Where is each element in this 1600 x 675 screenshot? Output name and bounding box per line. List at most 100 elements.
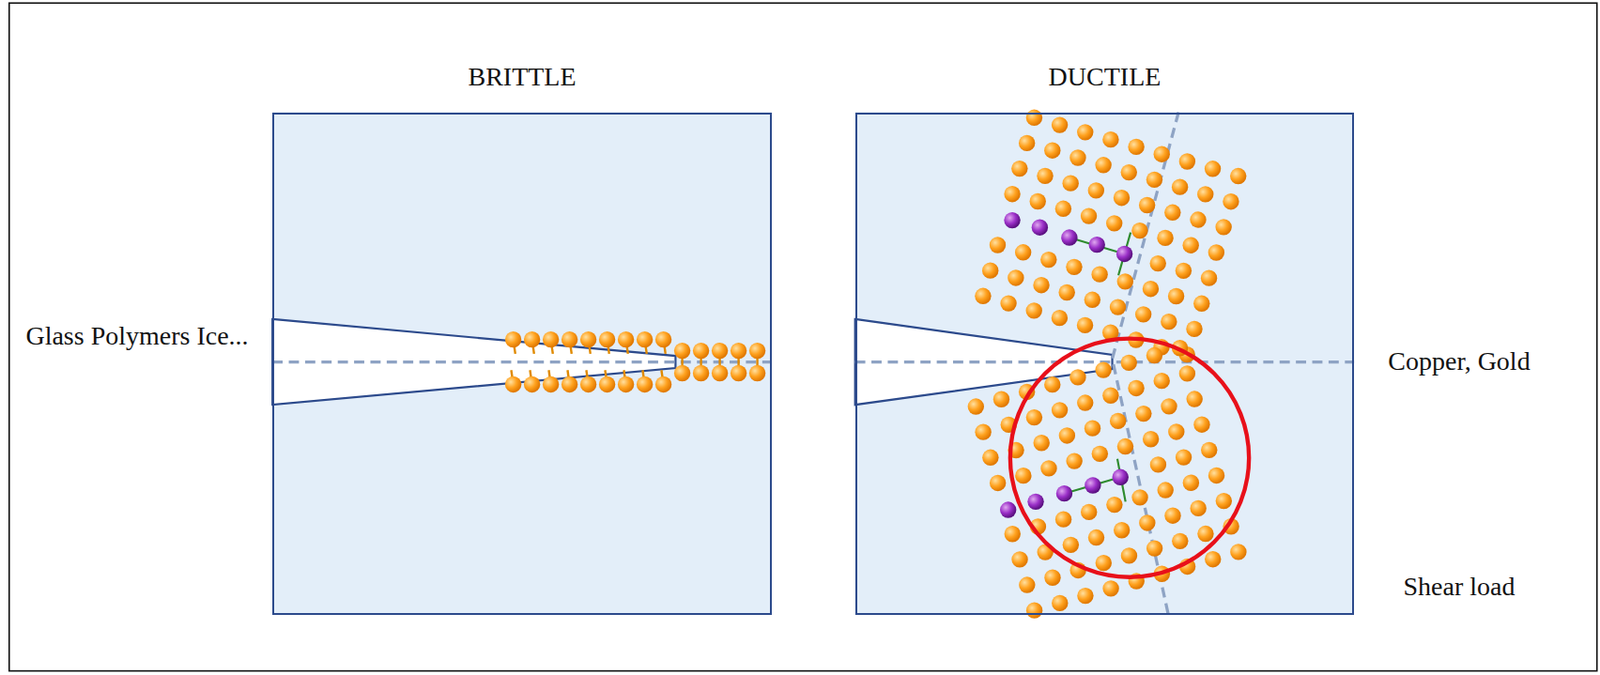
atom bbox=[1160, 398, 1177, 415]
atom bbox=[617, 331, 634, 348]
atom bbox=[1179, 365, 1196, 382]
atom bbox=[1146, 539, 1163, 556]
atom bbox=[1051, 116, 1068, 133]
atom bbox=[1113, 522, 1130, 539]
atom bbox=[1175, 262, 1192, 279]
atom bbox=[1189, 211, 1206, 228]
atom bbox=[1183, 237, 1200, 254]
atom bbox=[1175, 448, 1192, 465]
atom bbox=[1109, 413, 1126, 430]
atom bbox=[1164, 507, 1181, 524]
atom bbox=[1179, 153, 1196, 170]
atom bbox=[1018, 576, 1035, 593]
atom bbox=[1061, 174, 1078, 191]
atom bbox=[1069, 149, 1086, 166]
atom bbox=[1051, 595, 1068, 612]
atom bbox=[1018, 135, 1035, 152]
atom bbox=[1230, 168, 1247, 185]
atom bbox=[1156, 230, 1173, 247]
atom bbox=[523, 331, 540, 348]
atom bbox=[561, 376, 578, 393]
atom bbox=[749, 342, 766, 359]
atom bbox=[636, 331, 653, 348]
atom bbox=[1094, 361, 1111, 378]
atom bbox=[505, 376, 522, 393]
atom bbox=[1026, 409, 1043, 426]
dislocation-symbol bbox=[1063, 476, 1121, 493]
atom bbox=[1138, 514, 1155, 531]
atom bbox=[1076, 587, 1093, 604]
atom bbox=[1084, 419, 1101, 436]
atom bbox=[542, 376, 559, 393]
atom bbox=[1026, 601, 1043, 618]
atom bbox=[1062, 537, 1079, 554]
atom bbox=[1150, 456, 1167, 473]
atom bbox=[1117, 438, 1134, 455]
atom bbox=[749, 365, 766, 382]
dislocation-atom bbox=[1000, 501, 1016, 518]
atom bbox=[982, 449, 999, 466]
panel-title: BRITTLE bbox=[236, 61, 808, 93]
atom bbox=[1091, 265, 1108, 282]
atom bbox=[505, 331, 522, 348]
atom bbox=[1044, 376, 1061, 393]
atom bbox=[636, 376, 653, 393]
atom bbox=[1171, 533, 1188, 550]
slip-line bbox=[1112, 111, 1180, 615]
atom bbox=[1131, 489, 1148, 506]
atom bbox=[711, 365, 728, 382]
atom bbox=[1197, 525, 1214, 542]
atom bbox=[1164, 204, 1181, 221]
panel-ground bbox=[855, 111, 1354, 615]
atom bbox=[1204, 160, 1221, 177]
atom bbox=[674, 365, 691, 382]
atom bbox=[1200, 442, 1217, 459]
atom bbox=[1084, 292, 1101, 308]
atom bbox=[1055, 200, 1072, 217]
atom bbox=[561, 331, 578, 348]
dislocation-atom bbox=[1027, 493, 1044, 510]
atom bbox=[1185, 321, 1202, 338]
atom bbox=[523, 376, 540, 393]
atom bbox=[1193, 416, 1210, 433]
atom bbox=[1040, 460, 1057, 477]
atom bbox=[1058, 284, 1075, 301]
atom bbox=[1004, 525, 1021, 542]
atom bbox=[1215, 492, 1232, 509]
atom bbox=[1044, 142, 1061, 159]
atom bbox=[968, 398, 985, 415]
atom bbox=[1117, 273, 1134, 290]
atom bbox=[1080, 504, 1097, 521]
atom bbox=[599, 331, 616, 348]
atom bbox=[1088, 529, 1105, 546]
atom bbox=[1121, 354, 1138, 371]
atom bbox=[1121, 547, 1138, 564]
atom bbox=[1069, 369, 1086, 385]
atom bbox=[1142, 430, 1159, 447]
atom bbox=[1011, 551, 1028, 568]
atom bbox=[989, 475, 1006, 492]
atom bbox=[1088, 182, 1105, 199]
atom bbox=[993, 391, 1010, 408]
atom bbox=[1076, 317, 1093, 334]
brittle-panel: BRITTLE bbox=[272, 112, 772, 616]
dislocation-atom bbox=[1056, 485, 1073, 502]
atom bbox=[1146, 171, 1163, 188]
atom bbox=[1095, 554, 1112, 571]
atom bbox=[1208, 467, 1225, 484]
atom bbox=[1200, 269, 1217, 286]
panel-ground bbox=[272, 111, 771, 615]
atom bbox=[1168, 423, 1185, 440]
load-note: Shear load bbox=[1363, 572, 1555, 601]
dislocation-atom bbox=[1003, 212, 1020, 229]
atom bbox=[1076, 394, 1093, 411]
atom bbox=[580, 331, 597, 348]
atom bbox=[1168, 288, 1185, 305]
atom bbox=[1059, 427, 1076, 444]
atom bbox=[1142, 280, 1159, 297]
atom bbox=[1026, 302, 1043, 319]
atom bbox=[1076, 123, 1093, 140]
atom bbox=[1230, 543, 1247, 560]
atom bbox=[617, 376, 634, 393]
atom bbox=[1135, 306, 1152, 323]
